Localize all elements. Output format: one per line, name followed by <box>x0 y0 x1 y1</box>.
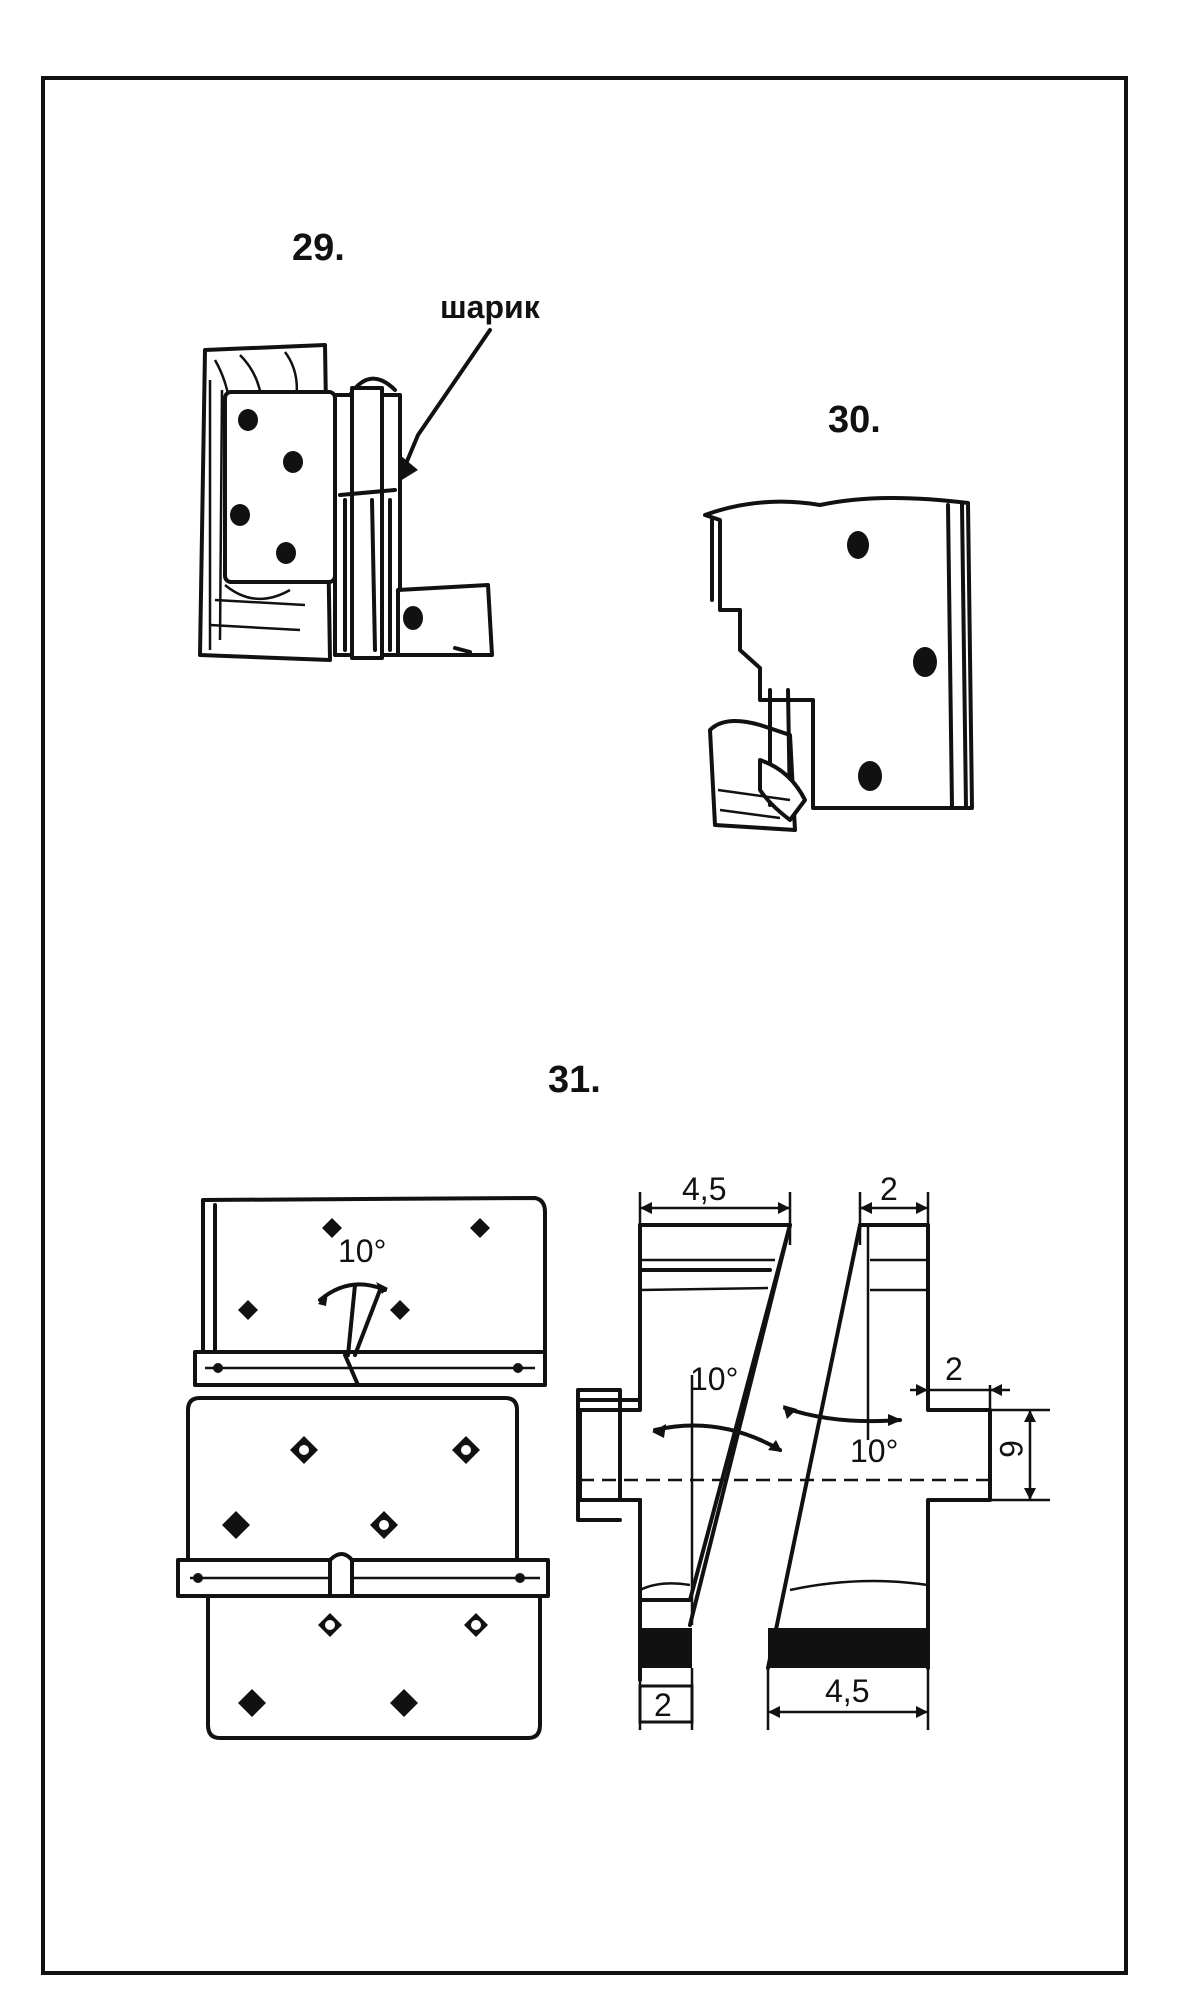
dim-bottom-left: 2 <box>654 1687 672 1723</box>
dim-step-right: 2 <box>945 1351 963 1387</box>
dim-height-right: 6 <box>993 1440 1029 1458</box>
screw-hole <box>238 409 258 431</box>
figure-29: 29. шарик <box>198 227 541 662</box>
screw-hole <box>283 451 303 473</box>
dimensioned-profile: 4,5 2 2 <box>576 1171 1050 1730</box>
screw-hole <box>276 542 296 564</box>
screw-hole <box>378 1689 428 1717</box>
figure-31: 31. 10° <box>176 1059 1050 1740</box>
screw-hole <box>300 1218 364 1238</box>
screw-hole <box>226 1689 276 1717</box>
hinge-upper-assembly: 10° <box>193 1196 547 1387</box>
dim-bottom-right: 4,5 <box>825 1673 869 1709</box>
screw-hole <box>210 1511 262 1539</box>
screw-hole <box>847 531 869 559</box>
screw-hole <box>230 504 250 526</box>
ball-leader-arrow <box>398 328 492 480</box>
figure-29-label: 29. <box>292 227 345 269</box>
hinge-side-view <box>703 495 974 832</box>
dim-angle-left: 10° <box>690 1361 738 1397</box>
screw-hole <box>458 1218 502 1238</box>
figure-31-label: 31. <box>548 1059 601 1101</box>
ball-callout-label: шарик <box>440 289 541 325</box>
figure-30: 30. <box>703 399 974 832</box>
dim-top-right: 2 <box>880 1171 898 1207</box>
dim-angle-right: 10° <box>850 1433 898 1469</box>
screw-hole <box>858 761 882 791</box>
hinge-knuckle <box>333 376 402 660</box>
dim-top-left: 4,5 <box>682 1171 726 1207</box>
screw-hole <box>913 647 937 677</box>
screw-hole <box>382 1300 418 1320</box>
figure-30-label: 30. <box>828 399 881 441</box>
angle-10-label-top: 10° <box>338 1233 386 1269</box>
hinge-leaf-plate <box>223 390 337 584</box>
hinge-lower-assembly <box>176 1396 550 1740</box>
hinge-lower-tab <box>396 583 494 657</box>
screw-hole <box>230 1300 266 1320</box>
page-frame <box>41 76 1128 1975</box>
